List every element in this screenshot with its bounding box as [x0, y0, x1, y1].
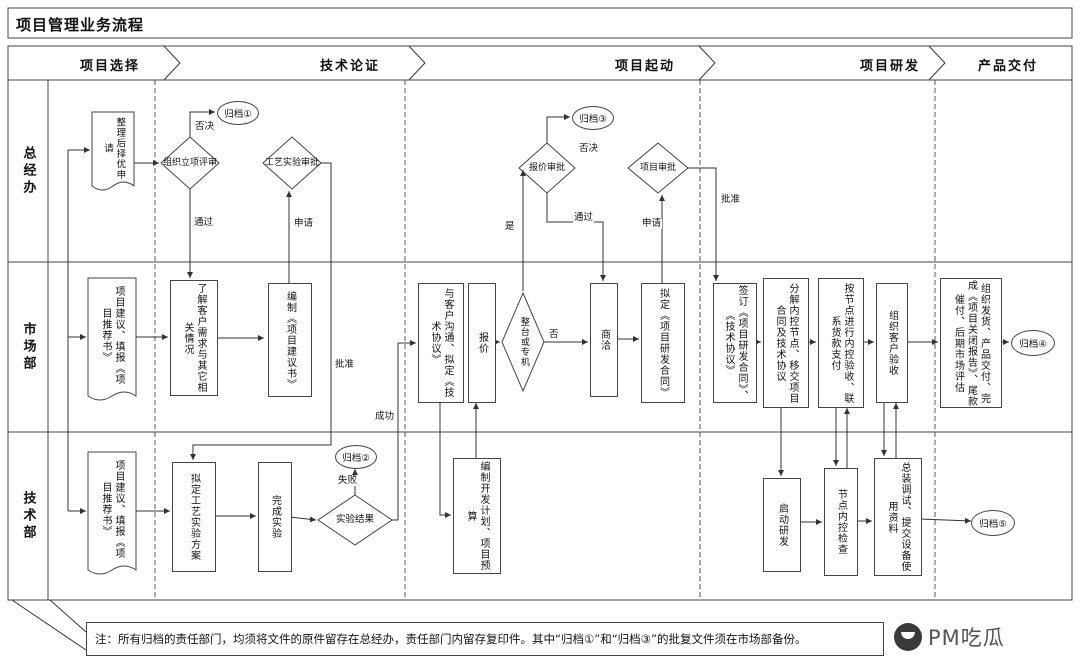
archive-1: 归档①: [217, 101, 259, 125]
doc-sort-apply: 整理后择优申请: [102, 116, 126, 180]
phase-product-delivery: 产品交付: [977, 59, 1038, 74]
phase-technical-demonstration: 技术论证: [319, 59, 380, 74]
decision-project-approval: 项目审批: [639, 162, 676, 173]
node-negotiate: 商洽: [590, 283, 618, 397]
node-node-acceptance: 按节点进行内控验收、联系货款支付: [818, 278, 864, 408]
archive-2: 归档②: [335, 445, 377, 469]
decision-org-review: 组织立项评审: [163, 157, 217, 168]
node-experiment-plan: 拟定工艺实验方案: [172, 462, 216, 572]
edge-label-reject-1: 否决: [194, 121, 216, 133]
decision-experiment-result: 实验结果: [335, 514, 374, 526]
decision-process-approval: 工艺实验审批: [265, 157, 319, 168]
archive-4: 归档④: [1011, 330, 1055, 356]
node-sign-contract: 签订《项目研发合同》、《技术协议》: [713, 283, 757, 403]
note-box: 注：所有归档的责任部门，均须将文件的原件留存在总经办，责任部门内留存复印件。其中…: [86, 622, 884, 656]
doc-tech-proposal: 项目建议、填报《项目推荐书》: [100, 459, 124, 559]
node-node-check: 节点内控检查: [824, 468, 858, 576]
note-text: 注：所有归档的责任部门，均须将文件的原件留存在总经办，责任部门内留存复印件。其中…: [95, 632, 807, 646]
node-assembly-handover: 总装调试、提交设备使用资料: [874, 458, 922, 576]
node-decompose-nodes: 分解内控节点、移交项目合同及技术协议: [763, 278, 809, 408]
edge-label-pass-2: 通过: [573, 212, 595, 224]
node-draft-rd-contract: 拟定《项目研发合同》: [641, 283, 685, 403]
archive-5: 归档⑤: [971, 510, 1015, 536]
edge-label-reject-2: 否决: [578, 143, 600, 155]
edge-label-apply-1: 申请: [293, 218, 315, 230]
watermark-icon: [894, 623, 922, 651]
node-understand-customer: 了解客户需求与其它相关情况: [170, 280, 218, 396]
edge-label-success: 成功: [374, 411, 396, 423]
node-quote: 报价: [468, 283, 496, 403]
decision-machine-type: 整台或专机: [518, 317, 529, 367]
node-complete-experiment: 完成实验: [258, 462, 292, 572]
archive-3: 归档③: [572, 106, 614, 130]
node-customer-acceptance: 组织客户验收: [876, 283, 908, 403]
swimlane-marketing: 市场部: [20, 321, 36, 373]
node-dev-plan-budget: 编制开发计划、项目预算: [453, 458, 501, 574]
phase-project-selection: 项目选择: [79, 59, 140, 74]
swimlane-gm-office: 总经办: [20, 145, 36, 197]
watermark: PM吃瓜: [894, 622, 1005, 652]
edge-label-fail: 失败: [337, 475, 359, 487]
swimlane-technical: 技术部: [20, 490, 36, 542]
watermark-text: PM吃瓜: [928, 626, 1005, 650]
node-prepare-proposal: 编制《项目建议书》: [268, 283, 312, 397]
node-start-rd: 启动研发: [763, 478, 801, 572]
edge-label-approve-1: 批准: [334, 359, 356, 371]
node-communicate-customer: 与客户沟通、拟定《技术协议》: [418, 283, 464, 403]
edge-label-pass-1: 通过: [193, 217, 215, 229]
phase-project-rd: 项目研发: [859, 59, 920, 74]
edge-label-approve-2: 批准: [720, 194, 742, 206]
edge-label-yes: 是: [504, 221, 516, 233]
edge-label-apply-2: 申请: [641, 218, 663, 230]
phase-project-initiation: 项目起动: [614, 59, 675, 74]
node-delivery: 组织发货、产品交付、完成《项目关闭报告》、尾款催付、后期市场评估: [940, 278, 1002, 408]
doc-market-proposal: 项目建议、填报《项目推荐书》: [100, 285, 124, 385]
page-title: 项目管理业务流程: [16, 16, 145, 34]
edge-label-no: 否: [548, 329, 560, 341]
decision-quote-approval: 报价审批: [528, 162, 565, 173]
